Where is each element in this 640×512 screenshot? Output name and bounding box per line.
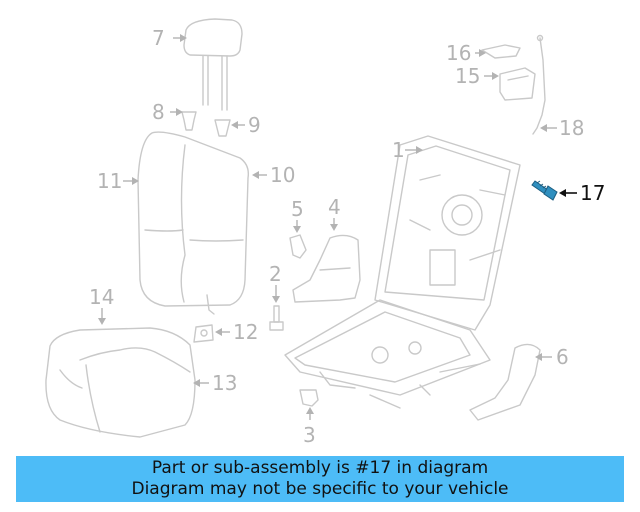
callout-8: 8 — [152, 100, 165, 124]
cable-18 — [532, 34, 546, 135]
callout-18: 18 — [559, 116, 584, 140]
callout-7: 7 — [152, 26, 165, 50]
callout-12: 12 — [233, 320, 258, 344]
callout-4: 4 — [328, 195, 341, 219]
banner-line-disclaimer: Diagram may not be specific to your vehi… — [131, 479, 509, 499]
clip-5 — [289, 234, 307, 259]
callout-5: 5 — [291, 197, 304, 221]
callout-16: 16 — [446, 41, 471, 65]
clip-3 — [299, 389, 319, 407]
headrest-guide-8 — [181, 111, 197, 131]
clip-12 — [193, 324, 214, 343]
bolt-17 — [531, 180, 558, 201]
callout-6: 6 — [556, 345, 569, 369]
cover-4 — [292, 234, 361, 303]
cover-6 — [469, 343, 541, 421]
callout-13: 13 — [212, 371, 237, 395]
seat-cushion — [45, 327, 196, 438]
info-banner: Part or sub-assembly is #17 in diagram D… — [16, 456, 624, 502]
leader-lines — [98, 34, 577, 420]
callout-2: 2 — [269, 262, 282, 286]
seat-back-cover — [137, 131, 250, 315]
latch-15 — [499, 67, 536, 101]
callout-1: 1 — [392, 138, 405, 162]
seat-frame — [284, 135, 521, 409]
parts-diagram: 7 8 9 10 11 12 13 14 2 5 4 1 6 3 16 15 1… — [45, 18, 605, 447]
callout-14: 14 — [89, 285, 114, 309]
banner-line-part: Part or sub-assembly is #17 in diagram — [151, 458, 489, 478]
headrest — [183, 18, 243, 111]
callout-17: 17 — [580, 181, 605, 205]
callout-10: 10 — [270, 163, 295, 187]
bolt-2 — [269, 305, 284, 331]
callout-3: 3 — [303, 423, 316, 447]
callout-9: 9 — [248, 113, 261, 137]
latch-16 — [481, 44, 521, 59]
callout-11: 11 — [97, 169, 122, 193]
headrest-guide-9 — [214, 119, 231, 137]
callout-15: 15 — [455, 64, 480, 88]
